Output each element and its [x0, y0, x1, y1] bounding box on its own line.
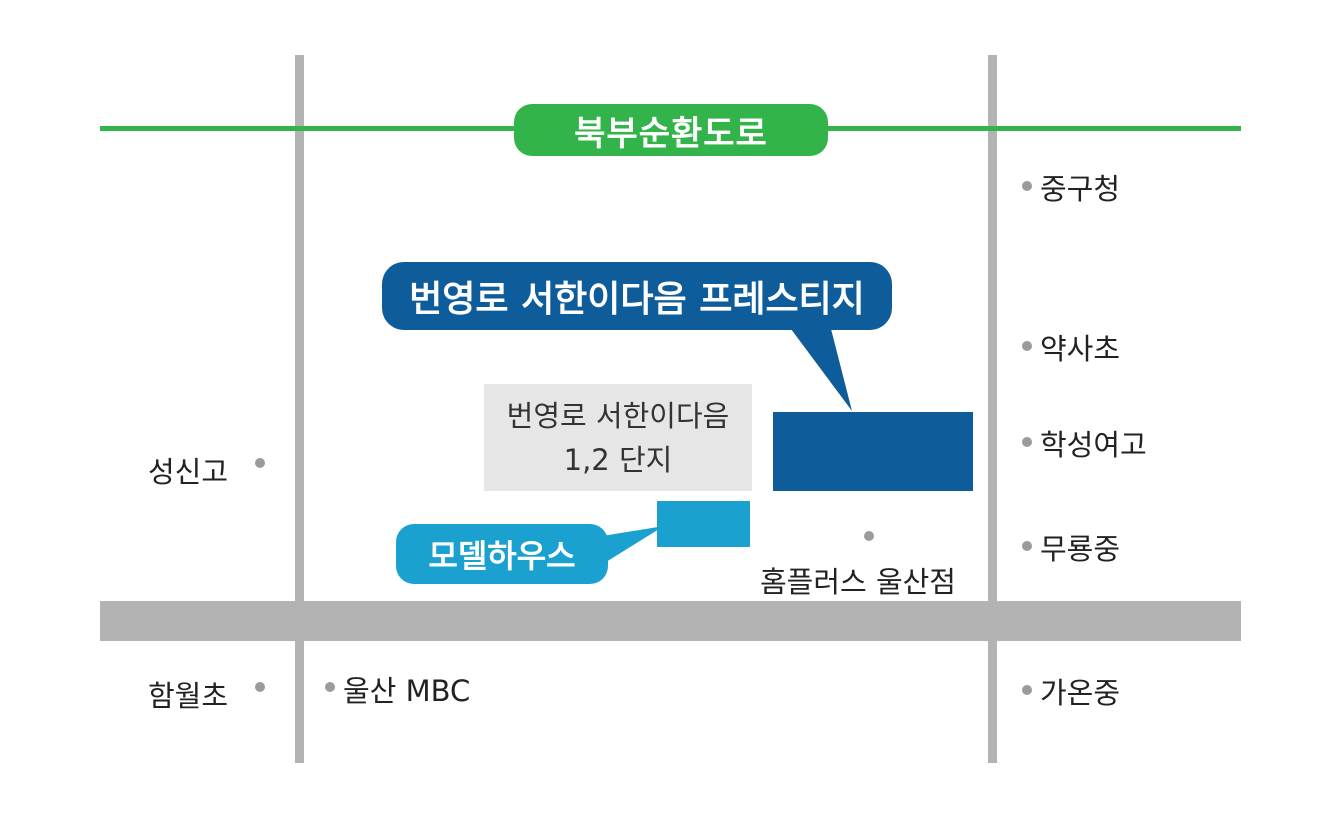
model-house-callout: 모델하우스	[396, 524, 608, 584]
model-house-site	[657, 501, 750, 547]
ulsan-mbc-label: 울산 MBC	[343, 674, 471, 708]
model-house-callout-pointer	[590, 526, 664, 572]
hamwol-elem-label: 함월초	[148, 679, 229, 713]
yaksa-elem-label: 약사초	[1040, 332, 1121, 366]
muryong-middle-label: 무룡중	[1040, 532, 1121, 566]
seongsin-high-label: 성신고	[148, 455, 229, 489]
junggu-office-label: 중구청	[1040, 172, 1121, 206]
junggu-office-marker	[1022, 181, 1032, 191]
prestige-callout-pointer	[788, 325, 852, 411]
gaon-middle-label: 가온중	[1040, 676, 1121, 710]
existing-complex-box: 번영로 서한이다음 1,2 단지	[484, 384, 752, 491]
yaksa-elem-marker	[1022, 341, 1032, 351]
road-east	[988, 55, 997, 763]
hamwol-elem-marker	[255, 682, 265, 692]
homeplus-label: 홈플러스 울산점	[760, 565, 956, 599]
hakseong-girls-marker	[1022, 437, 1032, 447]
prestige-callout: 번영로 서한이다음 프레스티지	[382, 262, 892, 330]
seongsin-high-marker	[255, 458, 265, 468]
homeplus-marker	[864, 531, 874, 541]
muryong-middle-marker	[1022, 541, 1032, 551]
road-west	[295, 55, 304, 763]
northern-ring-road-label: 북부순환도로	[514, 104, 828, 156]
existing-complex-line2: 1,2 단지	[563, 442, 673, 477]
existing-complex-line1: 번영로 서한이다음	[506, 398, 730, 433]
road-south	[100, 601, 1241, 641]
hakseong-girls-label: 학성여고	[1040, 428, 1147, 462]
ulsan-mbc-marker	[325, 682, 335, 692]
prestige-site	[773, 412, 973, 491]
gaon-middle-marker	[1022, 685, 1032, 695]
